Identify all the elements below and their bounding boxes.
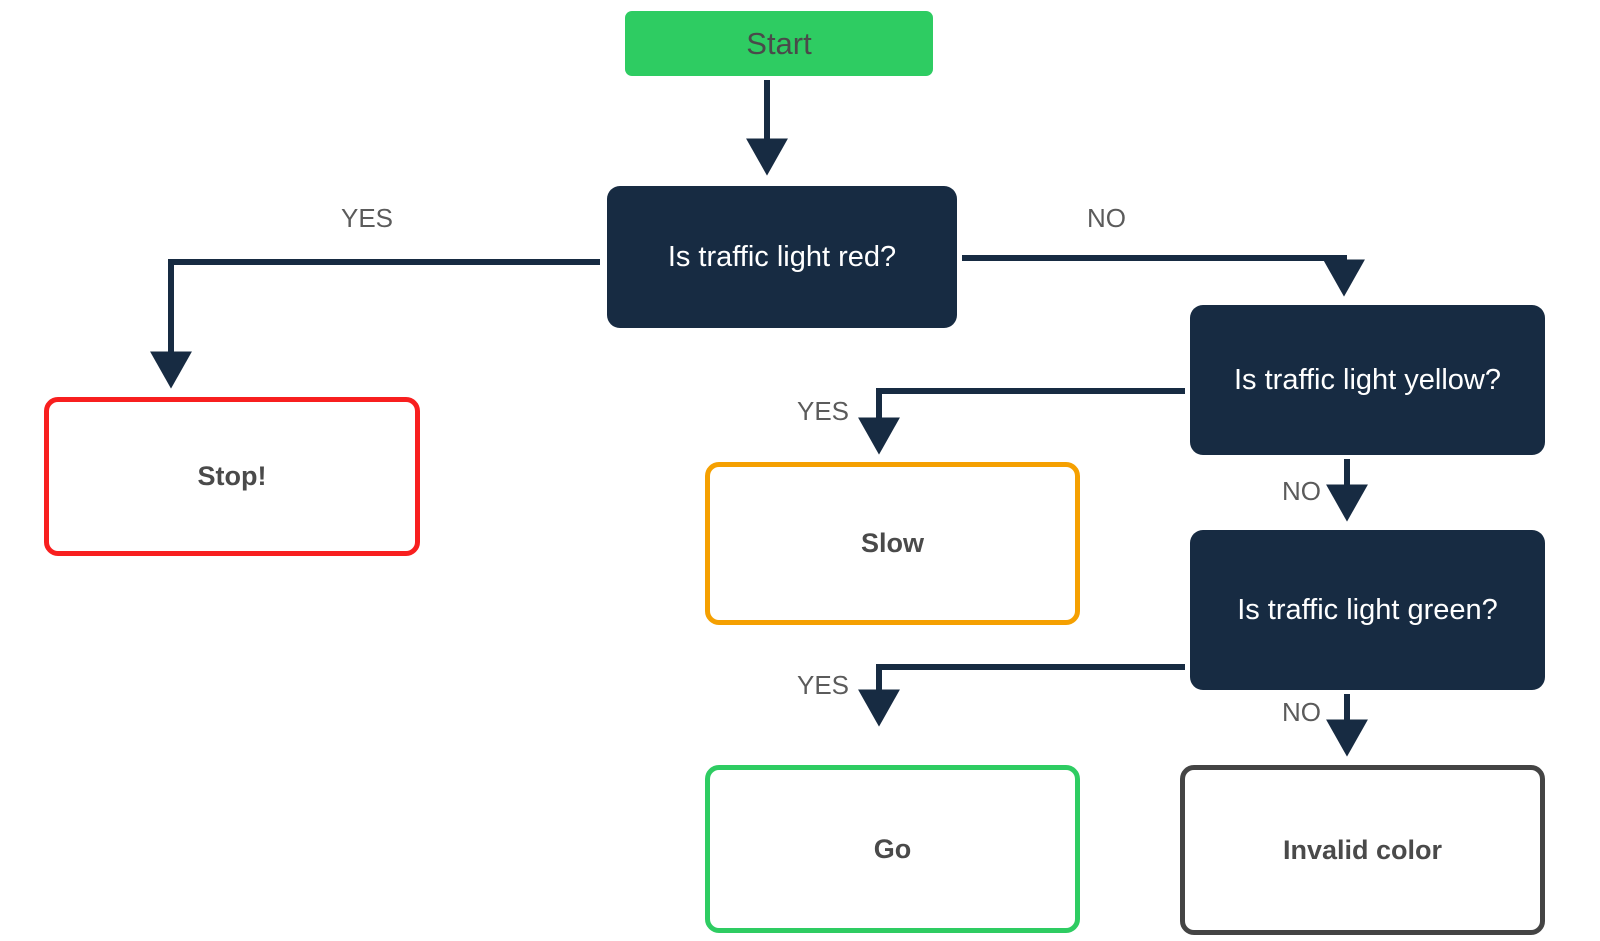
edge-label-is-red-no: NO	[1087, 203, 1126, 233]
node-start-label: Start	[746, 25, 812, 61]
node-go[interactable]: Go	[705, 765, 1080, 933]
edge-is-yellow-yes-to-slow	[858, 388, 1185, 455]
edge-label-is-green-yes: YES	[797, 670, 850, 700]
node-is-traffic-light-green[interactable]: Is traffic light green?	[1190, 530, 1545, 690]
node-slow[interactable]: Slow	[705, 462, 1080, 625]
edge-is-red-no-to-is-yellow	[962, 255, 1365, 297]
edge-label-is-green-no: NO	[1282, 697, 1321, 727]
node-is-traffic-light-green-label: Is traffic light green?	[1237, 593, 1498, 626]
node-stop[interactable]: Stop!	[44, 397, 420, 556]
node-is-traffic-light-yellow[interactable]: Is traffic light yellow?	[1190, 305, 1545, 455]
edge-label-is-yellow-yes: YES	[797, 396, 850, 426]
node-invalid-color-label: Invalid color	[1282, 834, 1443, 865]
node-start[interactable]: Start	[625, 11, 933, 76]
node-slow-label: Slow	[860, 528, 924, 559]
node-is-traffic-light-red[interactable]: Is traffic light red?	[607, 186, 957, 328]
node-is-traffic-light-yellow-label: Is traffic light yellow?	[1233, 363, 1502, 396]
node-invalid-color[interactable]: Invalid color	[1180, 765, 1545, 935]
edge-label-is-red-yes: YES	[341, 203, 394, 233]
node-go-label: Go	[873, 833, 912, 864]
edge-label-is-yellow-no: NO	[1282, 476, 1321, 506]
edge-is-red-yes-to-stop	[150, 259, 600, 389]
edge-is-green-yes-to-go	[858, 664, 1185, 727]
node-is-traffic-light-red-label: Is traffic light red?	[667, 240, 897, 273]
node-stop-label: Stop!	[197, 461, 267, 492]
